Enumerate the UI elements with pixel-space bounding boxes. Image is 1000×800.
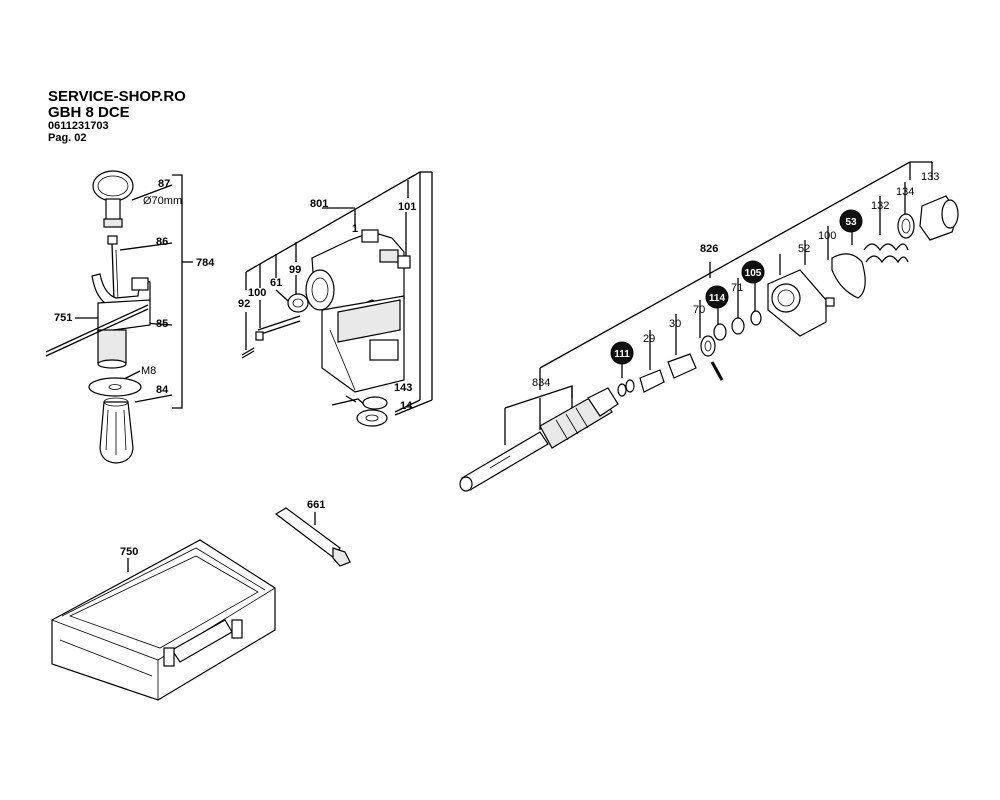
label-84: 84 (156, 384, 169, 396)
label-133: 133 (921, 171, 939, 183)
badge-114: 114 (705, 285, 729, 309)
label-1: 1 (352, 223, 358, 235)
part-number: 0611231703 (48, 120, 109, 132)
label-751: 751 (54, 312, 72, 324)
label-71: 71 (731, 282, 743, 294)
badge-111: 111 (610, 341, 634, 365)
label-750: 750 (120, 546, 138, 558)
page-number: Pag. 02 (48, 132, 87, 144)
label-85: 85 (156, 318, 168, 330)
shop-name: SERVICE-SHOP.RO (48, 88, 186, 105)
carrying-case (51, 539, 276, 701)
label-87: 87 (158, 178, 170, 190)
label-826: 826 (700, 243, 718, 255)
model-name: GBH 8 DCE (48, 104, 130, 121)
badge-53: 53 (839, 209, 863, 233)
label-134: 134 (896, 186, 914, 198)
label-100-left: 100 (248, 287, 266, 299)
label-52: 52 (798, 243, 810, 255)
label-101: 101 (398, 201, 416, 213)
label-100-right: 100 (818, 230, 836, 242)
label-14: 14 (400, 400, 413, 412)
label-29: 29 (643, 333, 655, 345)
grease-tube (274, 507, 351, 567)
label-86: 86 (156, 236, 168, 248)
badge-114-text: 114 (709, 293, 726, 304)
header: SERVICE-SHOP.RO GBH 8 DCE 0611231703 Pag… (48, 89, 186, 145)
label-61: 61 (270, 277, 282, 289)
hammer-tube-assembly (459, 161, 959, 492)
label-92: 92 (238, 298, 250, 310)
label-diameter-70mm: Ø70mm (143, 195, 182, 207)
badge-105-text: 105 (745, 268, 762, 279)
label-70: 70 (693, 304, 705, 316)
badge-53-text: 53 (845, 217, 857, 228)
label-784: 784 (196, 257, 215, 269)
label-30: 30 (669, 318, 681, 330)
gear-housing-assembly (241, 171, 433, 427)
label-143: 143 (394, 382, 412, 394)
label-834: 834 (532, 377, 550, 389)
label-661: 661 (307, 499, 325, 511)
badge-105: 105 (741, 260, 765, 284)
label-m8: M8 (141, 365, 156, 377)
label-801: 801 (310, 198, 328, 210)
handle-assembly (45, 170, 193, 464)
label-132: 132 (871, 200, 889, 212)
badge-111-text: 111 (614, 349, 630, 360)
label-99: 99 (289, 264, 301, 276)
